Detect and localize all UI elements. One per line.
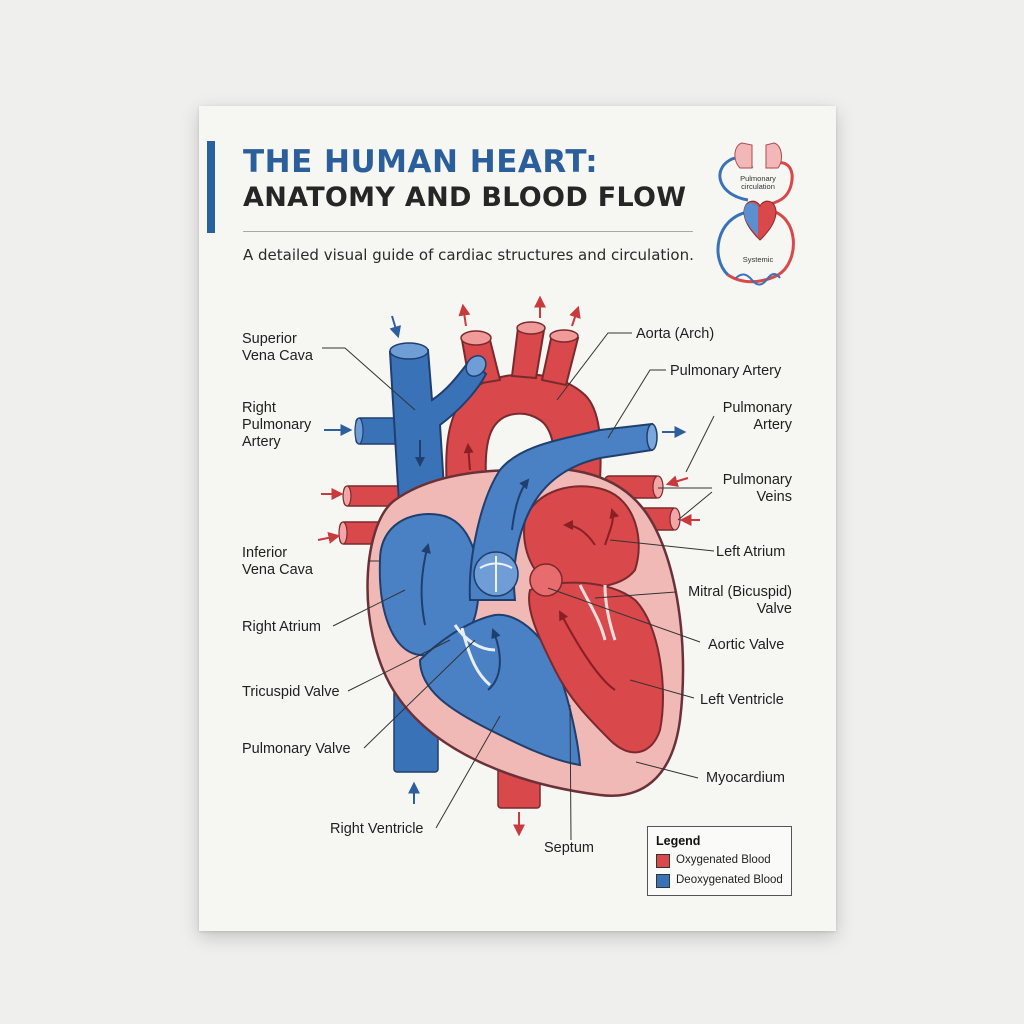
page-title-line1: THE HUMAN HEART: (243, 144, 599, 180)
flow-arrow-right-ventricle (487, 628, 501, 691)
label-tricuspid-valve: Tricuspid Valve (242, 684, 340, 700)
flow-arrow-right-atrium (420, 543, 431, 626)
legend: Legend Oxygenated Blood Deoxygenated Blo… (647, 826, 792, 896)
tricuspid-leaflets (453, 624, 496, 687)
legend-label-oxygenated: Oxygenated Blood (676, 854, 771, 866)
label-inferior-vena-cava: Inferior Vena Cava (242, 545, 313, 578)
pulmonary-trunk-vessel (468, 422, 658, 601)
right-ventricle-chamber (418, 613, 582, 767)
label-right-pulmonary-artery: Right Pulmonary Artery (242, 400, 312, 450)
label-pulmonary-artery-top: Pulmonary Artery (670, 363, 782, 379)
inset-pulmonary-label: Pulmonary circulation (740, 174, 776, 191)
systemic-loop-blue (716, 210, 749, 277)
label-aorta-arch: Aorta (Arch) (636, 326, 715, 342)
page-subtitle: A detailed visual guide of cardiac struc… (243, 246, 694, 264)
label-mitral-valve: Mitral (Bicuspid) Valve (688, 584, 792, 617)
superior-vena-cava-vessel (388, 342, 488, 521)
arrow-into-svc (389, 315, 401, 339)
flow-arrow-left-ventricle (559, 610, 616, 691)
arrow-into-pulmonary-vein-3 (665, 475, 689, 487)
capillary-bed-icon (735, 273, 781, 286)
leader-lines (322, 332, 715, 841)
circulation-inset (716, 142, 795, 286)
legend-heading: Legend (656, 834, 701, 848)
label-right-ventricle: Right Ventricle (330, 821, 424, 837)
label-pulmonary-veins: Pulmonary Veins (722, 472, 792, 505)
arrow-out-aorta-1 (458, 303, 471, 327)
title-accent-bar (207, 141, 215, 233)
label-aortic-valve: Aortic Valve (708, 637, 785, 653)
label-left-ventricle: Left Ventricle (700, 692, 784, 708)
page-title-line2: ANATOMY AND BLOOD FLOW (243, 182, 687, 213)
label-superior-vena-cava: Superior Vena Cava (242, 331, 313, 364)
label-myocardium: Myocardium (706, 770, 785, 786)
flow-arrow-aorta (463, 443, 474, 471)
arrow-into-pulmonary-vein-2 (317, 531, 341, 544)
legend-swatch-oxygenated (656, 854, 670, 868)
inset-systemic-label: Systemic (742, 255, 774, 264)
label-left-atrium: Left Atrium (716, 544, 786, 560)
flow-arrow-left-atrium-2 (604, 508, 620, 546)
label-septum: Septum (544, 840, 594, 856)
label-pulmonary-artery-right: Pulmonary Artery (722, 400, 792, 433)
legend-swatch-deoxygenated (656, 874, 670, 888)
systemic-loop-red (727, 208, 795, 284)
left-ventricle-chamber (528, 581, 664, 754)
label-pulmonary-valve: Pulmonary Valve (242, 741, 351, 757)
title-divider (243, 231, 693, 232)
legend-label-deoxygenated: Deoxygenated Blood (676, 874, 783, 886)
label-right-atrium: Right Atrium (242, 619, 321, 635)
flow-arrow-left-atrium-1 (563, 520, 596, 546)
arrow-out-aorta-3 (569, 305, 581, 327)
lungs-icon (734, 142, 782, 169)
mini-heart-right-icon (744, 202, 758, 236)
mitral-leaflets (578, 584, 617, 641)
flow-arrow-pulmonary-trunk (511, 478, 530, 531)
